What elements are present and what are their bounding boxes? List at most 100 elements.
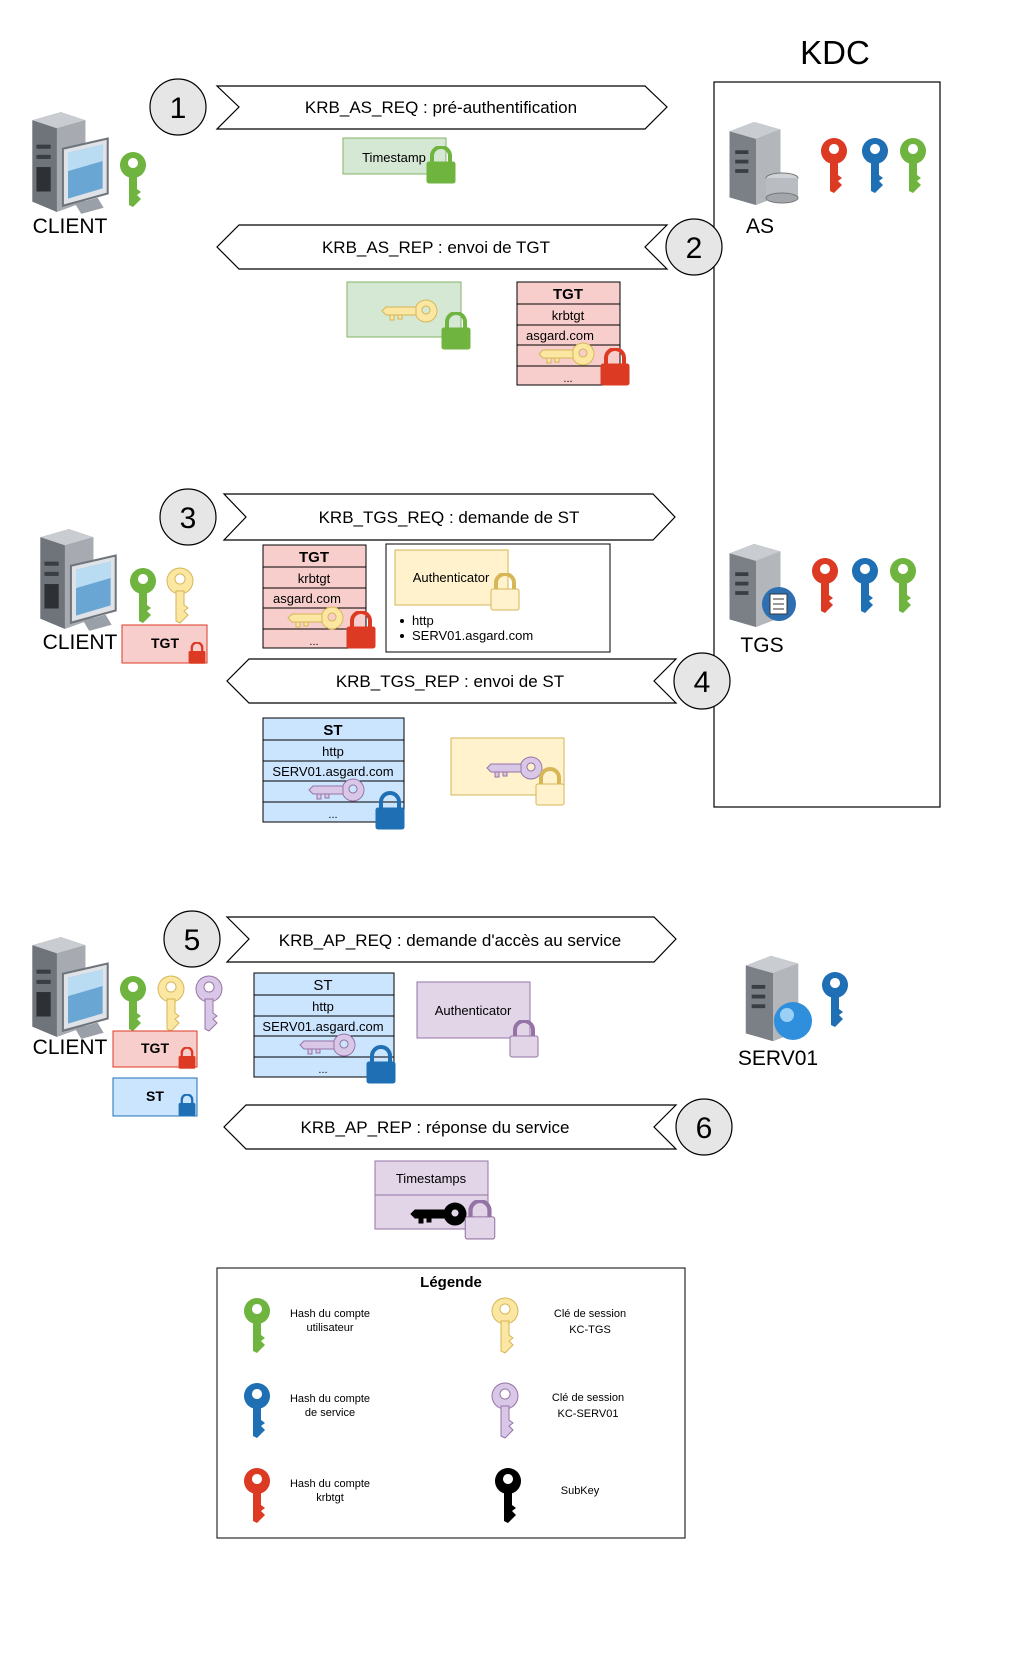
timestamps-label: Timestamps: [396, 1171, 467, 1186]
step-5-circle: [163, 910, 221, 968]
client-label: CLIENT: [33, 215, 108, 238]
st-badge-label: ST: [146, 1088, 164, 1104]
legend-label: de service: [305, 1407, 355, 1419]
step-6-label: KRB_AP_REP : réponse du service: [301, 1118, 570, 1137]
st-row-service: http: [322, 744, 344, 759]
st-row-more: ...: [318, 1064, 327, 1076]
legend-label: KC-SERV01: [558, 1408, 619, 1420]
step-1-label: KRB_AS_REQ : pré-authentification: [305, 98, 577, 117]
client-computer-icon: [39, 528, 117, 632]
step-3-circle: [159, 488, 217, 546]
tgt-badge-label: TGT: [141, 1040, 169, 1056]
step-2-label: KRB_AS_REP : envoi de TGT: [322, 238, 550, 257]
krbtgt-key-icon: [811, 558, 838, 613]
tgt-title: TGT: [553, 286, 583, 303]
kdc-title: KDC: [800, 34, 870, 71]
step-3-arrow: [222, 493, 676, 541]
step-3-label: KRB_TGS_REQ : demande de ST: [319, 508, 580, 527]
step-6-number: 6: [696, 1112, 713, 1145]
timestamp-label: Timestamp: [362, 150, 426, 165]
step-5-label: KRB_AP_REQ : demande d'accès au service: [279, 931, 621, 950]
st-row-host: SERV01.asgard.com: [262, 1019, 383, 1034]
authenticator-label: Authenticator: [413, 570, 490, 585]
user-key-icon: [899, 138, 926, 193]
step-4-arrow: [226, 658, 678, 704]
legend-label: krbtgt: [316, 1492, 344, 1504]
krbtgt-key-icon: [820, 138, 847, 193]
kdc-box: [713, 81, 941, 808]
user-key-icon: [119, 152, 146, 207]
serv01-label: SERV01: [738, 1047, 818, 1070]
tgs-label: TGS: [740, 634, 783, 657]
as-label: AS: [746, 215, 774, 238]
step-2-arrow: [216, 224, 669, 270]
service-key-icon: [851, 558, 878, 613]
legend-label: Hash du compte: [290, 1308, 370, 1320]
user-key-icon: [119, 976, 146, 1031]
bullet: [400, 619, 404, 623]
tgt-table: TGT krbtgt asgard.com ...: [516, 281, 621, 386]
legend-label: utilisateur: [306, 1322, 353, 1334]
bullet: [400, 634, 404, 638]
st-row-host: SERV01.asgard.com: [272, 764, 393, 779]
tgt-title: TGT: [299, 549, 329, 566]
client-label: CLIENT: [43, 631, 118, 654]
step-5-arrow: [225, 916, 677, 963]
step-1-arrow: [215, 85, 668, 130]
st-title: ST: [323, 722, 342, 739]
session-key-tgs-icon: [166, 567, 194, 624]
legend-label: SubKey: [561, 1485, 600, 1497]
st-table: ST http SERV01.asgard.com ...: [253, 972, 395, 1078]
legend-label: Clé de session: [554, 1308, 626, 1320]
authenticator-box: [394, 549, 509, 606]
st-row-more: ...: [328, 809, 337, 821]
tgt-row-krbtgt: krbtgt: [298, 571, 331, 586]
legend-box: [216, 1267, 686, 1539]
legend-label: Clé de session: [552, 1392, 624, 1404]
legend-label: Hash du compte: [290, 1393, 370, 1405]
tgt-row-more: ...: [309, 636, 318, 648]
step-2-number: 2: [686, 232, 703, 265]
timestamp-box: [342, 137, 447, 175]
legend-label: Hash du compte: [290, 1478, 370, 1490]
client-label: CLIENT: [33, 1036, 108, 1059]
client-computer-icon: [31, 111, 109, 215]
step-4-number: 4: [694, 666, 711, 699]
auth-list-item: http: [412, 613, 434, 628]
step-3-number: 3: [180, 502, 197, 535]
user-key-icon: [129, 568, 156, 623]
user-key-icon: [889, 558, 916, 613]
step-4-circle: [673, 652, 731, 710]
tgt-row-realm: asgard.com: [526, 328, 594, 343]
st-title: ST: [313, 977, 332, 994]
st-row-service: http: [312, 999, 334, 1014]
legend-label: KC-TGS: [569, 1324, 611, 1336]
step-1-circle: [149, 78, 207, 136]
timestamps-box: [374, 1160, 489, 1196]
service-key-icon: [861, 138, 888, 193]
st-table: ST http SERV01.asgard.com ...: [262, 717, 405, 823]
serv01-server-icon: [745, 955, 812, 1042]
step-1-number: 1: [170, 92, 187, 125]
tgt-row-krbtgt: krbtgt: [552, 308, 585, 323]
session-key-serv01-icon: [195, 975, 223, 1032]
tgt-row-more: ...: [563, 373, 572, 385]
authenticator-box: [416, 981, 531, 1039]
authenticator-label: Authenticator: [435, 1003, 512, 1018]
tgt-badge-label: TGT: [151, 635, 179, 651]
step-6-arrow: [223, 1104, 678, 1150]
step-5-number: 5: [184, 924, 201, 957]
tgt-table: TGT krbtgt asgard.com ...: [262, 544, 367, 649]
service-key-icon: [821, 972, 848, 1027]
client-computer-icon: [31, 936, 109, 1040]
step-4-label: KRB_TGS_REP : envoi de ST: [336, 672, 564, 691]
tgt-row-realm: asgard.com: [273, 591, 341, 606]
session-key-tgs-icon: [157, 975, 185, 1032]
auth-list-item: SERV01.asgard.com: [412, 628, 533, 643]
step-2-circle: [665, 218, 723, 276]
as-server-icon: [729, 121, 799, 205]
step-6-circle: [675, 1098, 733, 1156]
tgs-server-icon: [729, 543, 796, 627]
legend-title: Légende: [420, 1274, 482, 1291]
